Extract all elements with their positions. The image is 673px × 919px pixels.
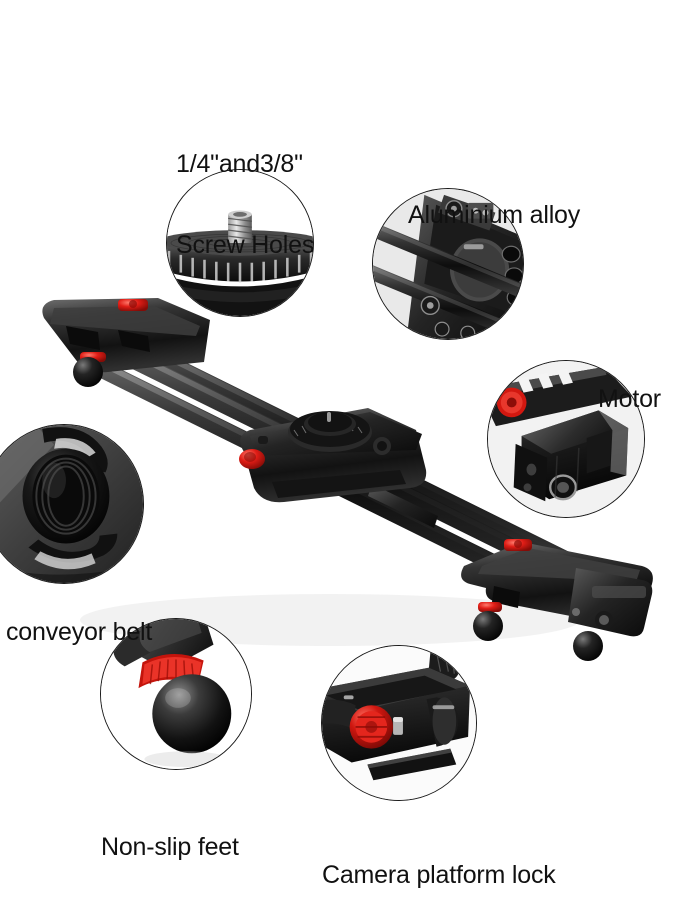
aluminium-alloy-callout (372, 188, 524, 340)
motor-callout (487, 360, 645, 518)
right-end-bracket (461, 539, 653, 637)
label-camera-platform-lock-line1: Camera platform lock (322, 861, 556, 889)
label-motor: Motor (598, 332, 661, 467)
label-screw-holes-line2: Screw Holes (176, 231, 315, 259)
label-aluminium-alloy: Aluminium alloy (408, 148, 580, 283)
rail-brace (368, 484, 438, 528)
right-red-lock (504, 539, 532, 551)
label-non-slip-feet-line1: Non-slip feet (101, 833, 239, 861)
motor-housing (568, 568, 653, 637)
right-ball-foot-rear (573, 631, 603, 661)
right-ball-foot (473, 611, 503, 641)
label-aluminium-alloy-line1: Aluminium alloy (408, 201, 581, 229)
camera-platform-lock-callout (321, 645, 477, 801)
non-slip-feet-callout (100, 618, 252, 770)
screw-holes-callout (166, 169, 314, 317)
label-screw-holes-line1: 1/4"and3/8" (176, 150, 303, 178)
center-carriage (239, 408, 427, 503)
conveyor-belt-callout (0, 424, 144, 584)
label-camera-platform-lock: Camera platform lock (322, 808, 556, 919)
label-conveyor-belt-line1: conveyor belt (6, 618, 153, 646)
left-red-lock (118, 299, 148, 311)
carriage-red-lock (239, 449, 265, 469)
label-screw-holes: 1/4"and3/8" Screw Holes (176, 97, 314, 313)
label-motor-line1: Motor (598, 385, 661, 413)
label-conveyor-belt: conveyor belt (6, 565, 152, 700)
left-ball-foot (73, 357, 103, 387)
label-non-slip-feet: Non-slip feet (101, 780, 239, 915)
